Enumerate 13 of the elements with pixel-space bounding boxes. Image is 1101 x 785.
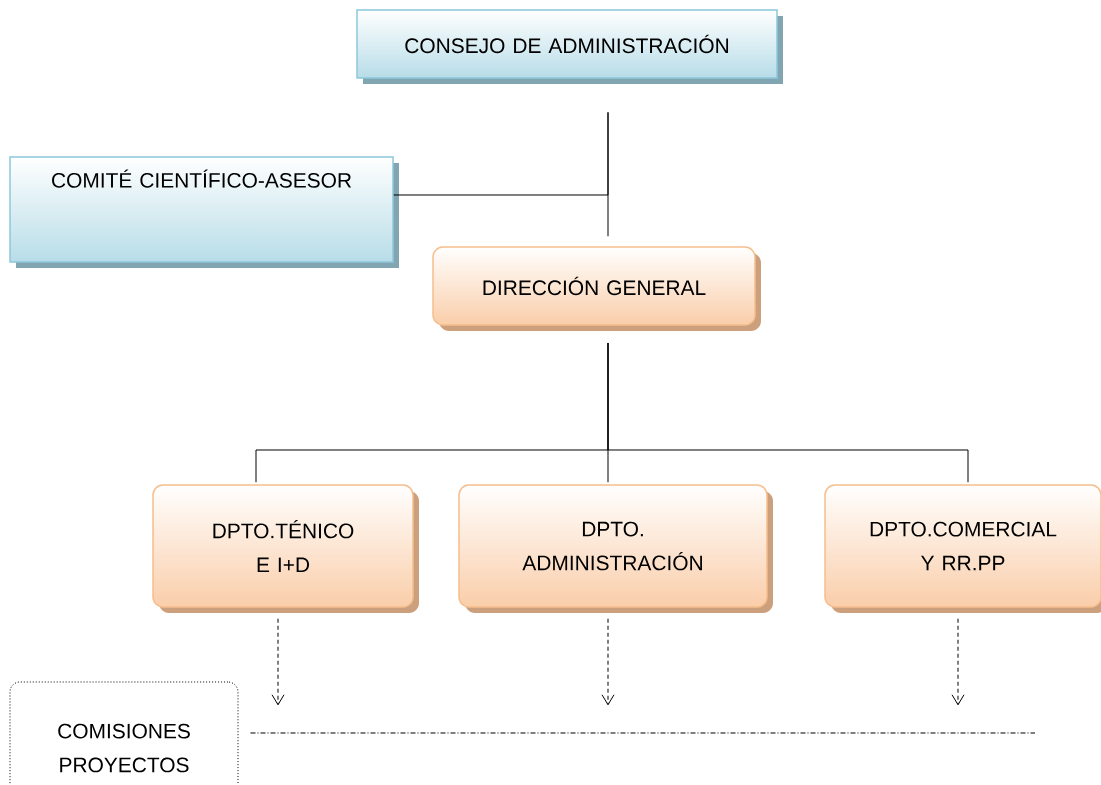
- connector: [601, 618, 615, 706]
- department-box: DPTO.TÉNICO E I+D: [152, 484, 419, 613]
- org-box: CONSEJO DE ADMINISTRACIÓN: [356, 9, 783, 84]
- department-box: DPTO.COMERCIAL Y RR.PP: [824, 484, 1101, 613]
- dotted-box: COMISIONES PROYECTOS: [9, 681, 239, 785]
- department-box: DIRECCIÓN GENERAL: [432, 246, 761, 331]
- connector: [393, 111, 609, 196]
- connector: [951, 618, 965, 706]
- connector: [271, 618, 285, 706]
- connector: [250, 732, 1036, 734]
- connector: [607, 342, 969, 483]
- department-box: DPTO. ADMINISTRACIÓN: [458, 484, 773, 613]
- org-box: COMITÉ CIENTÍFICO-ASESOR: [9, 156, 399, 268]
